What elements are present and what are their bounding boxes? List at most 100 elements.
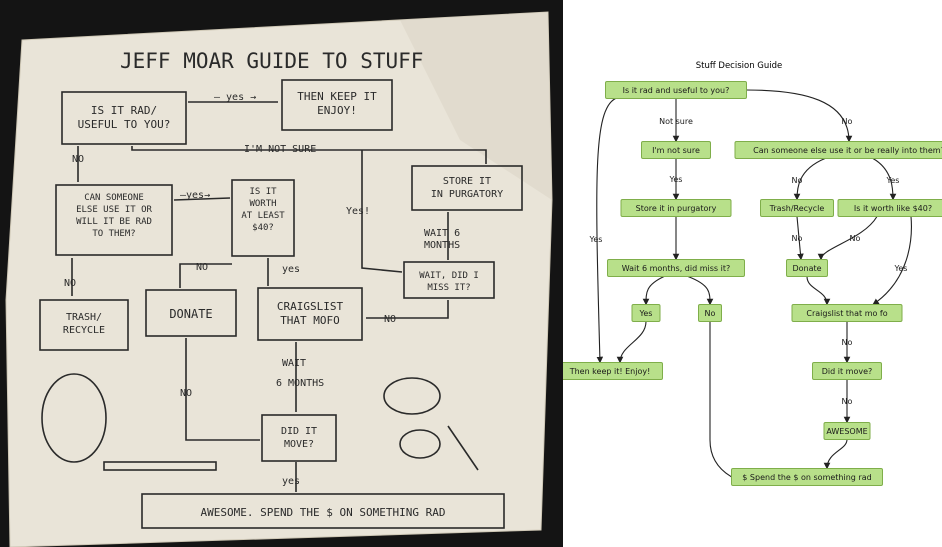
napkin-photo: JEFF MOAR GUIDE TO STUFF IS IT RAD/USEFU… [0, 0, 563, 547]
node-label-craigslist: Craigslist that mo fo [806, 309, 887, 318]
sketch-label-no5: NO [180, 388, 192, 399]
sketch-box-craigslist [257, 287, 363, 341]
node-craigslist: Craigslist that mo fo [791, 304, 903, 322]
node-no: No [698, 304, 722, 322]
node-label-store: Store it in purgatory [636, 204, 717, 213]
sketch-line-yes2 [173, 197, 231, 201]
diagram-title: Stuff Decision Guide [696, 61, 783, 71]
edge-label-no_trash: No [792, 176, 803, 185]
node-donate: Donate [786, 259, 828, 277]
sketch-label-yes2: —yes→ [180, 190, 210, 201]
napkin-shadow [400, 12, 552, 200]
sketch-label-yes5: yes [282, 476, 300, 487]
node-label-wait: Wait 6 months, did miss it? [622, 264, 730, 273]
node-notsure: I'm not sure [641, 141, 711, 159]
sketch-box-didmove [261, 414, 337, 462]
sketch-box-awesome [141, 493, 505, 529]
edge-label-yes_craig: Yes [894, 264, 908, 273]
edge-label-yes_worth: Yes [886, 176, 900, 185]
node-someone: Can someone else use it or be really int… [734, 141, 942, 159]
napkin-sketch: JEFF MOAR GUIDE TO STUFF IS IT RAD/USEFU… [5, 11, 553, 547]
helmet-doodle [399, 429, 441, 459]
node-label-yes: Yes [639, 309, 653, 318]
sketch-label-wait6b: MONTHS [424, 240, 460, 251]
node-keep: Then keep it! Enjoy! [563, 362, 663, 380]
node-label-someone: Can someone else use it or be really int… [753, 146, 942, 155]
sketch-label-yes4: Yes! [346, 206, 370, 217]
sketch-label-no2: NO [64, 278, 76, 289]
edge-awesome-spend [823, 439, 848, 470]
node-label-worth: Is it worth like $40? [854, 204, 932, 213]
edge-start-someone [746, 89, 853, 143]
sketch-label-wait6c: WAIT [282, 358, 306, 369]
sketch-label-wait6d: 6 MONTHS [276, 378, 324, 389]
edge-label-no_awesome: No [842, 397, 853, 406]
node-store: Store it in purgatory [620, 199, 732, 217]
sketch-label-no3: NO [196, 262, 208, 273]
sketch-text-q1: IS IT RAD/USEFUL TO YOU? [78, 104, 171, 131]
node-moved: Did it move? [812, 362, 882, 380]
node-label-no: No [705, 309, 716, 318]
edge-label-no_move: No [842, 338, 853, 347]
node-label-spend: $ Spend the $ on something rad [742, 473, 871, 482]
edge-label-yes_store: Yes [669, 175, 683, 184]
node-worth: Is it worth like $40? [837, 199, 942, 217]
edge-trash-donate [796, 216, 804, 261]
sketch-box-store [411, 165, 523, 211]
edge-donate-craig [806, 276, 831, 306]
backpack-doodle [41, 373, 107, 463]
sketch-box-missit [403, 261, 495, 299]
sketch-box-trash [39, 299, 129, 351]
ice-axe-doodle [447, 425, 479, 471]
edge-wait-no [687, 275, 714, 306]
edge-worth-craig [872, 216, 912, 305]
sketch-box-worth [231, 179, 295, 257]
sketch-box-keep [281, 79, 393, 131]
edge-label-no_donate_b: No [850, 234, 861, 243]
edge-someone-worth [872, 158, 897, 201]
node-yes: Yes [631, 304, 661, 322]
sketch-box-donate [145, 289, 237, 337]
edge-someone-trash [793, 157, 826, 201]
node-awesome: AWESOME [823, 422, 871, 440]
node-label-moved: Did it move? [822, 367, 873, 376]
node-spend: $ Spend the $ on something rad [731, 468, 883, 486]
sketch-label-notsure: I'M NOT SURE [244, 144, 316, 155]
edge-no-spend [709, 321, 738, 481]
sketch-line-no-donate [179, 263, 232, 288]
sketch-text-trash: TRASH/RECYCLE [63, 312, 105, 336]
node-label-keep: Then keep it! Enjoy! [569, 367, 651, 376]
edge-label-notsure: Not sure [659, 117, 693, 126]
sketch-box-q1 [61, 91, 187, 145]
sketch-label-yes3: yes [282, 264, 300, 275]
sketch-label-yes1: — yes → [214, 92, 256, 103]
node-label-donate: Donate [792, 264, 821, 273]
sketch-line-loop [361, 150, 403, 273]
edge-start-keep [596, 98, 616, 364]
rifle-doodle [103, 461, 217, 471]
edge-wait-yes [642, 276, 665, 306]
edge-label-no_donate_a: No [792, 234, 803, 243]
sketch-label-no4: NO [384, 314, 396, 325]
edge-yes-keep [616, 321, 647, 364]
node-wait: Wait 6 months, did miss it? [607, 259, 745, 277]
sketch-box-someone [55, 184, 173, 256]
node-label-trash: Trash/Recycle [769, 204, 825, 213]
node-start: Is it rad and useful to you? [605, 81, 747, 99]
camera-doodle [383, 377, 441, 415]
sketch-label-wait6a: WAIT 6 [424, 228, 460, 239]
sketch-line-notsure [131, 146, 487, 164]
napkin-title: JEFF MOAR GUIDE TO STUFF [120, 49, 423, 73]
edge-worth-donate [817, 216, 878, 261]
sketch-line-no4 [366, 300, 449, 319]
sketch-line-no5 [185, 338, 260, 441]
